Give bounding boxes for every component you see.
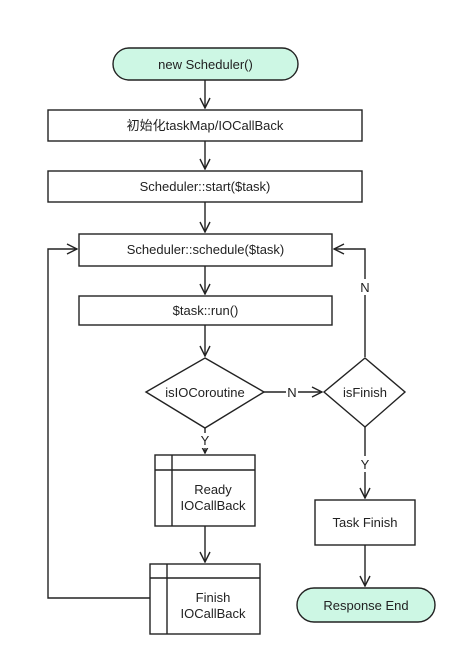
edge-label-bg <box>358 279 372 295</box>
node-is-io-label: isIOCoroutine <box>165 385 244 400</box>
node-is-finish-label: isFinish <box>343 385 387 400</box>
node-task-finish: Task Finish <box>314 499 416 546</box>
node-start-label: new Scheduler() <box>158 57 253 72</box>
node-is-io: isIOCoroutine <box>144 357 266 429</box>
node-finish-io-callback: Finish IOCallBack <box>149 563 261 635</box>
edge-label-finish-no: N <box>360 280 369 295</box>
node-response-end: Response End <box>296 587 436 623</box>
edge-label-bg <box>286 384 298 400</box>
node-start-task: Scheduler::start($task) <box>47 170 363 203</box>
node-is-finish: isFinish <box>322 357 407 428</box>
edge-label-io-no: N <box>287 385 296 400</box>
node-start: new Scheduler() <box>112 47 299 81</box>
edge-label-bg <box>199 433 211 448</box>
node-response-end-label: Response End <box>323 598 408 613</box>
node-finish-label-line2: IOCallBack <box>180 606 246 621</box>
edge-finish-loop-to-schedule <box>47 249 150 599</box>
edge-label-io-yes: Y <box>201 433 210 448</box>
edge-label-bg <box>359 456 371 472</box>
node-init-label: 初始化taskMap/IOCallBack <box>127 118 284 133</box>
node-schedule-label: Scheduler::schedule($task) <box>127 242 285 257</box>
node-task-finish-label: Task Finish <box>332 515 397 530</box>
node-finish-label-line1: Finish <box>196 590 231 605</box>
node-run: $task::run() <box>78 295 333 326</box>
node-ready-label-line2: IOCallBack <box>180 498 246 513</box>
node-schedule: Scheduler::schedule($task) <box>78 233 333 267</box>
node-run-label: $task::run() <box>173 303 239 318</box>
node-ready-label-line1: Ready <box>194 482 232 497</box>
node-init: 初始化taskMap/IOCallBack <box>47 109 363 142</box>
edge-label-finish-yes: Y <box>361 457 370 472</box>
edge-is-finish-no-to-schedule <box>334 249 366 357</box>
node-ready-io-callback: Ready IOCallBack <box>154 454 256 527</box>
node-start-task-label: Scheduler::start($task) <box>140 179 271 194</box>
